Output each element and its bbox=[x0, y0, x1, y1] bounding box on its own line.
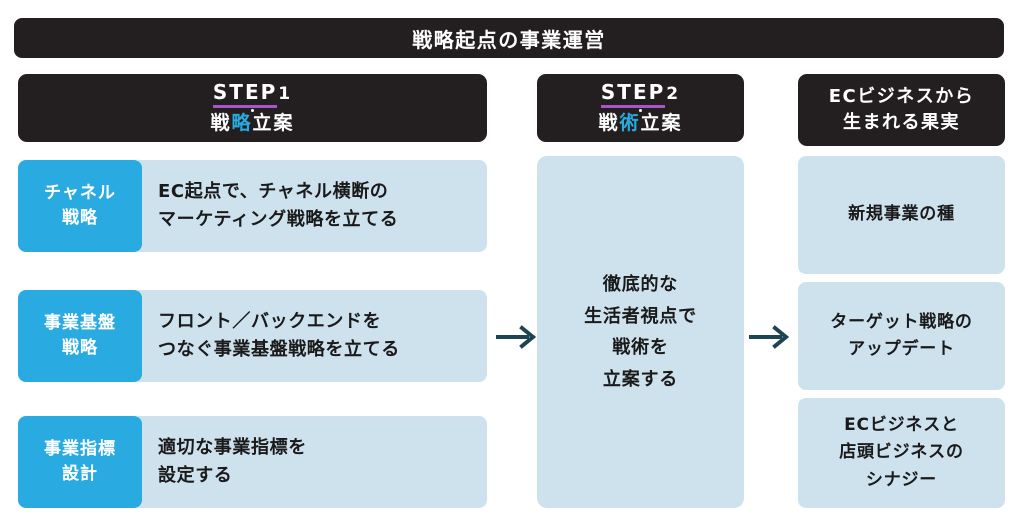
step2-subtitle-highlight: 術 bbox=[619, 112, 641, 135]
step1-row-body-line1: 適切な事業指標を bbox=[158, 437, 307, 459]
step1-row-body-line2: つなぐ事業基盤戦略を立てる bbox=[158, 339, 400, 360]
result-card-line2: 店頭ビジネスの bbox=[839, 442, 964, 463]
step1-row: チャネル 戦略 EC起点で、チャネル横断の マーケティング戦略を立てる bbox=[18, 160, 487, 252]
result-card: ECビジネスと 店頭ビジネスの シナジー bbox=[798, 398, 1005, 508]
step1-row-body-line2: マーケティング戦略を立てる bbox=[158, 209, 399, 230]
result-card-line2: アップデート bbox=[848, 339, 955, 359]
step1-step-number: 1 bbox=[278, 83, 293, 104]
result-card-line1: 新規事業の種 bbox=[848, 204, 955, 225]
step1-row-body: 適切な事業指標を 設定する bbox=[132, 416, 487, 508]
column-header-step2: STEP2 戦術立案 bbox=[537, 74, 744, 142]
step1-row: 事業指標 設計 適切な事業指標を 設定する bbox=[18, 416, 487, 508]
arrow-step2-to-results bbox=[749, 324, 791, 354]
step1-subtitle-highlight: 略 bbox=[231, 112, 253, 135]
step1-row-body-line2: 設定する bbox=[158, 465, 233, 486]
step1-subtitle-after: 立案 bbox=[252, 112, 295, 135]
diagram-title-bar: 戦略起点の事業運営 bbox=[14, 18, 1004, 58]
step1-row-body-line1: EC起点で、チャネル横断の bbox=[158, 181, 389, 203]
column-header-step1: STEP1 戦略立案 bbox=[18, 74, 487, 142]
step1-row-body: フロント／バックエンドを つなぐ事業基盤戦略を立てる bbox=[132, 290, 487, 382]
column-header-results: ECビジネスから 生まれる果実 bbox=[798, 74, 1005, 146]
step1-row-badge-line2: 設計 bbox=[62, 464, 98, 484]
result-card: 新規事業の種 bbox=[798, 156, 1005, 274]
step2-step-word: STEP bbox=[600, 79, 666, 108]
step1-divider-dot bbox=[251, 109, 254, 113]
step2-panel-line1: 徹底的な bbox=[602, 274, 679, 295]
step2-panel: 徹底的な 生活者視点で 戦術を 立案する bbox=[537, 156, 744, 508]
step2-subtitle-before: 戦 bbox=[598, 112, 620, 135]
diagram-title: 戦略起点の事業運営 bbox=[412, 27, 606, 52]
results-header-line1: ECビジネスから bbox=[828, 85, 975, 107]
step1-row-badge-line1: チャネル bbox=[44, 183, 116, 204]
result-card: ターゲット戦略の アップデート bbox=[798, 282, 1005, 390]
result-card-line3: シナジー bbox=[865, 469, 938, 490]
step1-row-badge-line1: 事業指標 bbox=[44, 439, 116, 460]
result-card-line1: ECビジネスと bbox=[844, 415, 959, 436]
step2-step-number: 2 bbox=[666, 83, 681, 104]
step1-row-body: EC起点で、チャネル横断の マーケティング戦略を立てる bbox=[132, 160, 487, 252]
step2-panel-line4: 立案する bbox=[602, 368, 679, 390]
step1-row-badge-line2: 戦略 bbox=[62, 338, 98, 358]
arrow-step1-to-step2 bbox=[496, 324, 538, 354]
results-header-line2: 生まれる果実 bbox=[843, 112, 960, 133]
step1-step-word: STEP bbox=[212, 79, 278, 108]
step1-subtitle: 戦略立案 bbox=[210, 113, 294, 134]
step1-label: STEP1 bbox=[212, 79, 293, 108]
step2-subtitle-after: 立案 bbox=[640, 112, 683, 135]
result-card-line1: ターゲット戦略の bbox=[830, 311, 973, 332]
arrow-right-icon bbox=[496, 325, 537, 349]
step2-panel-line3: 戦術を bbox=[612, 337, 669, 358]
step2-label: STEP2 bbox=[600, 79, 681, 108]
step1-row-badge-line2: 戦略 bbox=[62, 208, 98, 228]
step2-divider-dot bbox=[639, 109, 642, 113]
step1-row-badge: 事業基盤 戦略 bbox=[18, 290, 142, 382]
step1-row-badge-line1: 事業基盤 bbox=[44, 313, 116, 334]
step1-row-badge: チャネル 戦略 bbox=[18, 160, 142, 252]
step1-row-body-line1: フロント／バックエンドを bbox=[158, 311, 382, 333]
step1-subtitle-before: 戦 bbox=[210, 112, 232, 135]
step1-row: 事業基盤 戦略 フロント／バックエンドを つなぐ事業基盤戦略を立てる bbox=[18, 290, 487, 382]
step2-subtitle: 戦術立案 bbox=[598, 113, 682, 134]
step2-panel-line2: 生活者視点で bbox=[584, 305, 697, 327]
arrow-right-icon bbox=[749, 325, 790, 349]
step1-row-badge: 事業指標 設計 bbox=[18, 416, 142, 508]
